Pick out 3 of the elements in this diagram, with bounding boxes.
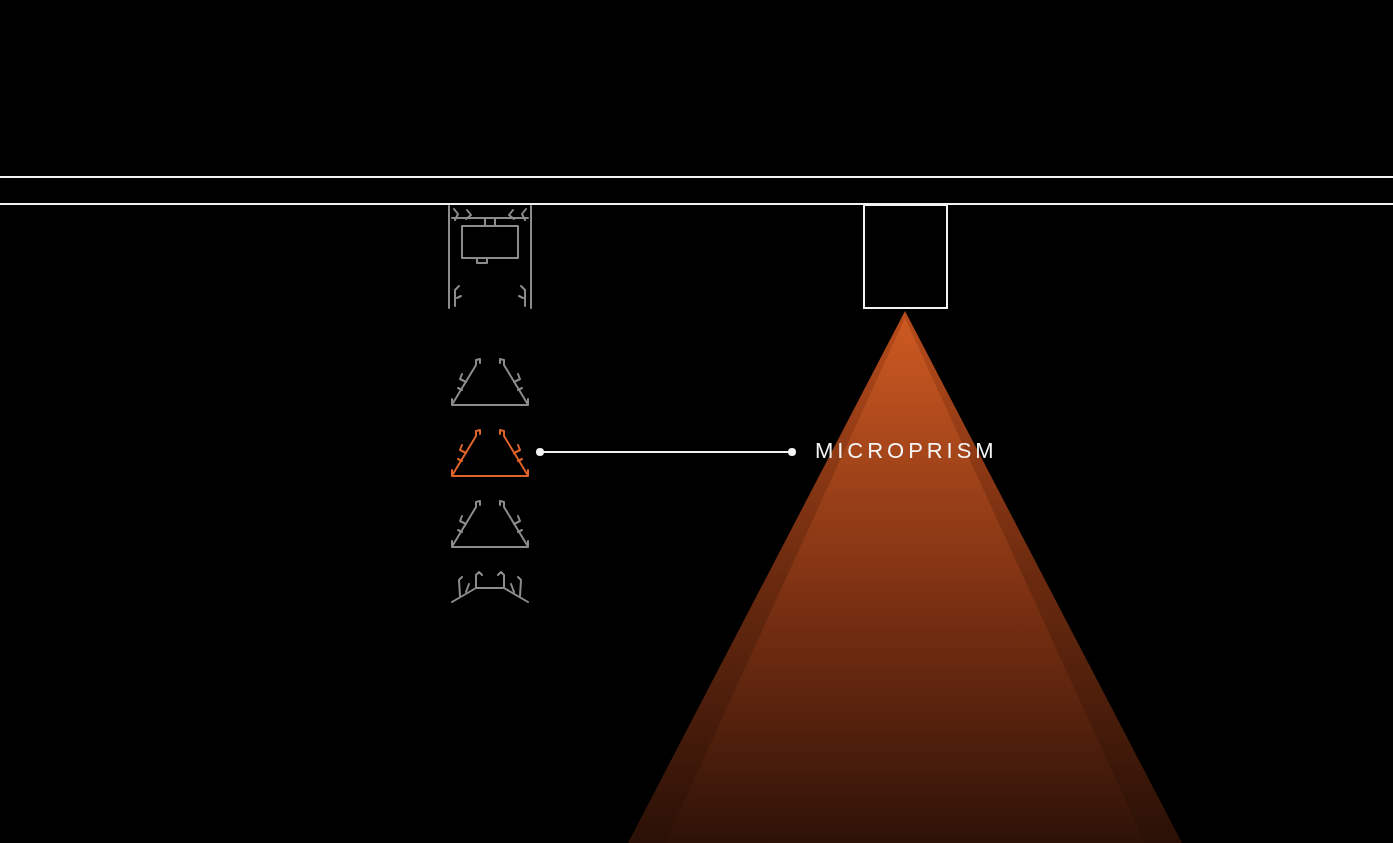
diffuser-profile bbox=[450, 428, 530, 478]
leader-line bbox=[536, 448, 796, 456]
fixture-box bbox=[863, 204, 948, 309]
